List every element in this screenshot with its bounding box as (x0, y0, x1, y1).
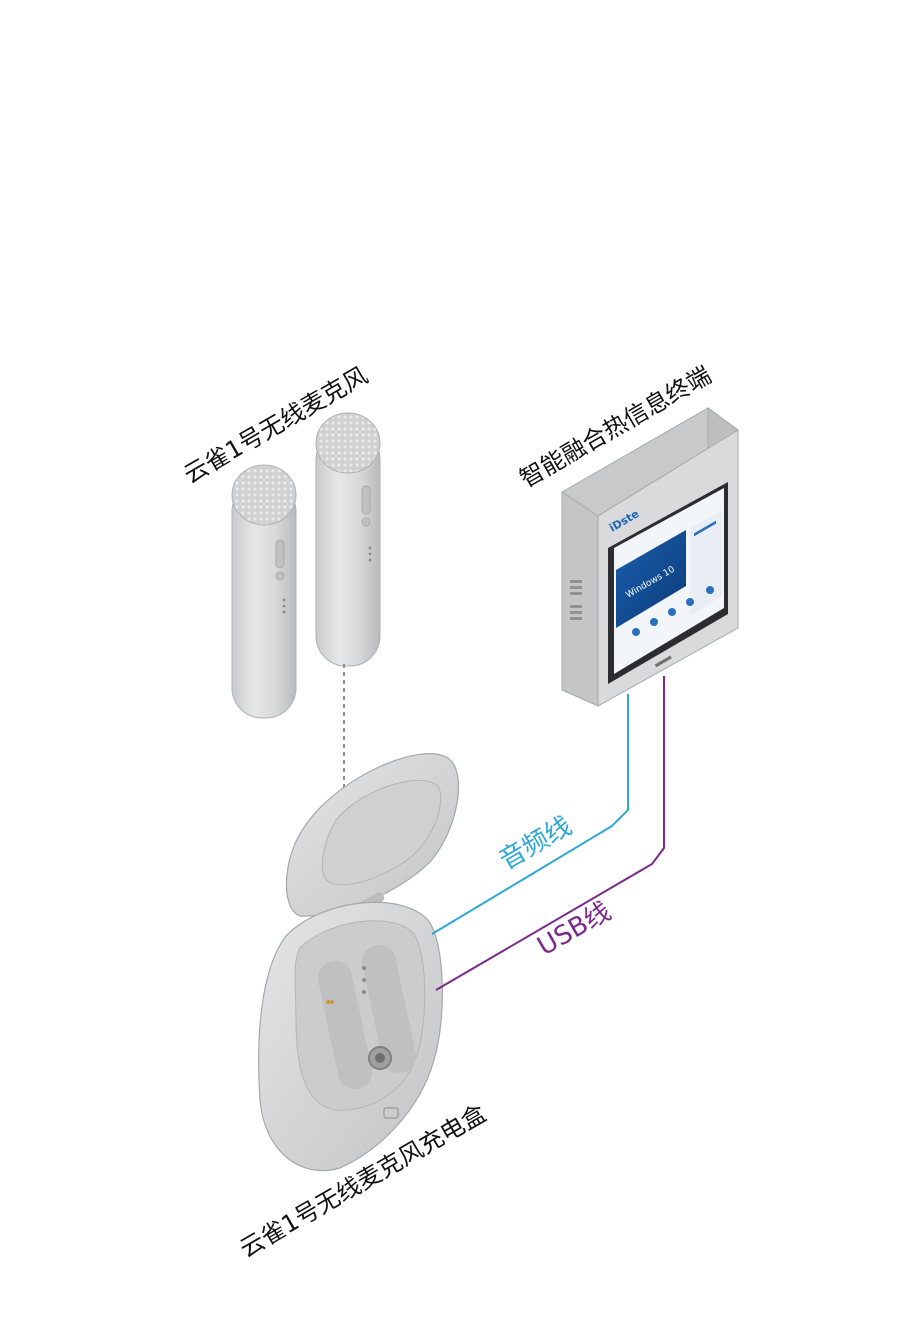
wireless-microphone-right (315, 412, 381, 667)
audio-cable-label: 音频线 (495, 811, 578, 876)
audio-cable-line (431, 694, 629, 935)
wireless-microphone-left (231, 464, 297, 719)
microphone-charging-box (258, 753, 460, 1172)
smart-terminal: iDste Windows 10 (561, 407, 739, 707)
usb-cable-label: USB线 (533, 896, 617, 962)
usb-cable-line (435, 676, 665, 991)
